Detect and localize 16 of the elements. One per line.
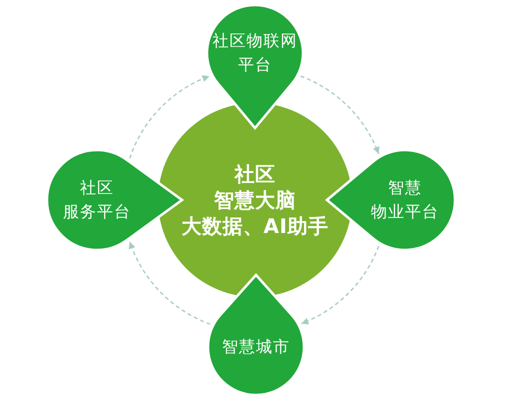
node-label: 服务平台 bbox=[63, 201, 131, 223]
node-label: 物业平台 bbox=[371, 201, 439, 223]
teardrop-shape bbox=[205, 3, 305, 130]
teardrop-shape bbox=[206, 273, 306, 397]
center-label: 大数据、AI助手 bbox=[182, 213, 328, 239]
dashed-arrow bbox=[129, 76, 210, 159]
center-label: 社区 bbox=[234, 161, 276, 187]
node-label: 社区 bbox=[80, 177, 114, 199]
node-label: 智慧 bbox=[388, 177, 422, 199]
dashed-arrow bbox=[301, 246, 380, 324]
dashed-arrow bbox=[129, 241, 211, 325]
node-label: 社区物联网平台 bbox=[212, 30, 298, 76]
dashed-arrow bbox=[300, 76, 380, 154]
center-label: 智慧大脑 bbox=[214, 187, 296, 213]
teardrop-shape bbox=[45, 148, 184, 252]
node-label: 智慧城市 bbox=[222, 336, 290, 358]
